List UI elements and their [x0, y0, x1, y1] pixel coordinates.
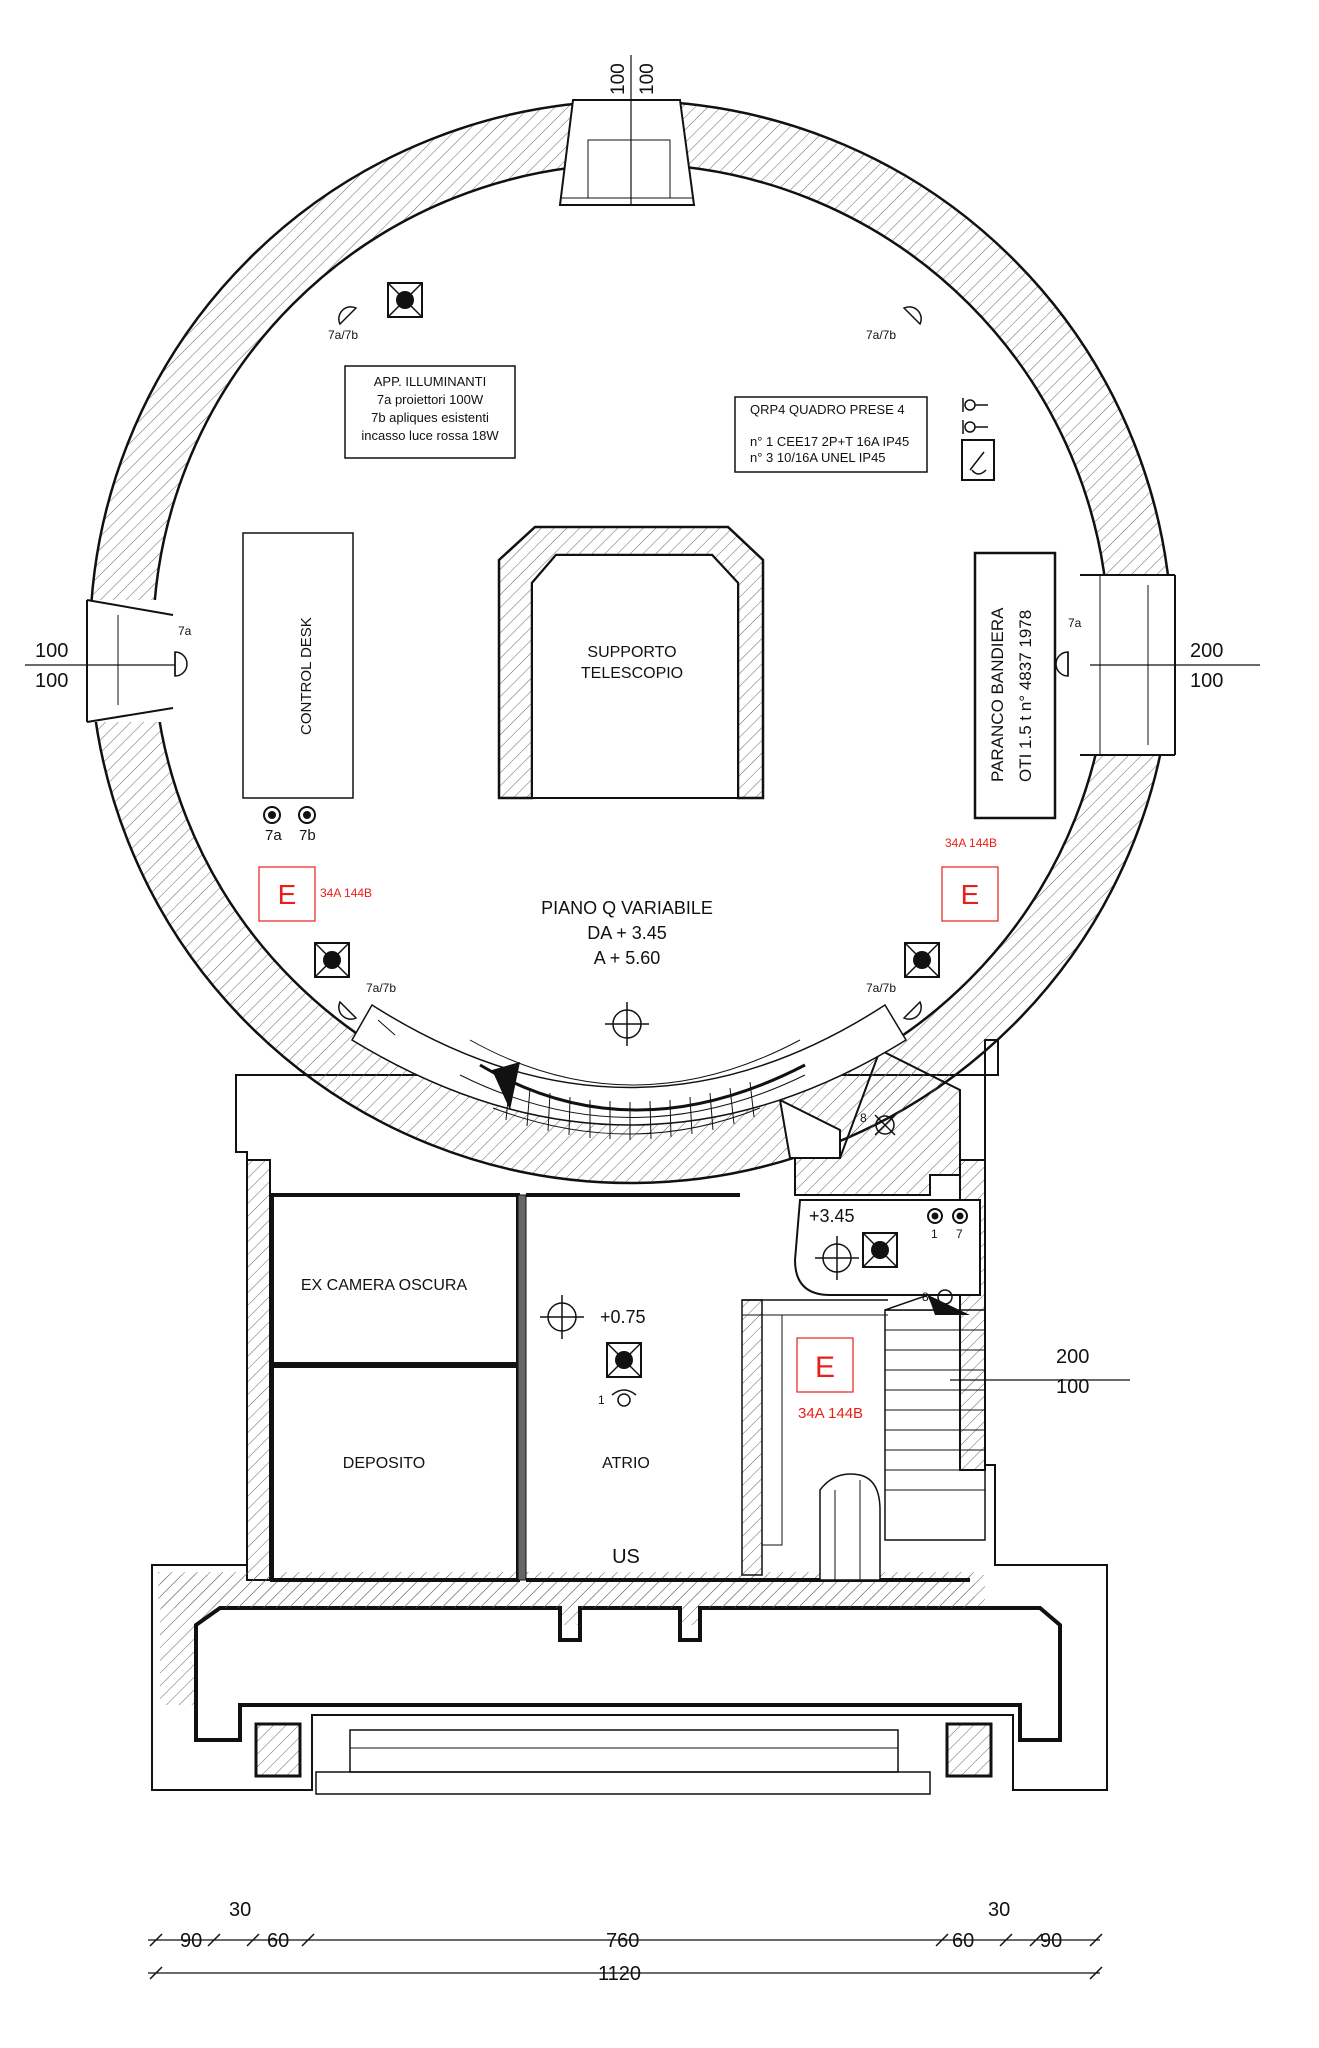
dim-left-1: 100 — [35, 640, 68, 662]
level-345-label: +3.45 — [809, 1206, 855, 1226]
darkroom-label: EX CAMERA OSCURA — [301, 1277, 468, 1294]
label-7a7b-tl: 7a/7b — [328, 328, 358, 342]
dim-top-2: 100 — [637, 63, 658, 95]
label-1-small: 1 — [931, 1227, 938, 1241]
wall-light-icon — [174, 306, 1069, 1020]
legend-sockets-line1: QRP4 QUADRO PRESE 4 — [750, 402, 905, 417]
label-7a-left: 7a — [178, 624, 192, 638]
dim-right-2: 100 — [1190, 670, 1223, 692]
crosshair-icon — [540, 1002, 859, 1339]
dim-60-left: 60 — [267, 1930, 289, 1952]
label-7a-right: 7a — [1068, 616, 1082, 630]
exit-label: US — [612, 1546, 640, 1568]
label-8-top: 8 — [860, 1111, 867, 1125]
atrium-label: ATRIO — [602, 1455, 650, 1472]
extinguisher-left-letter: E — [278, 879, 297, 910]
dim-stair-1: 200 — [1056, 1346, 1089, 1368]
lower-building-walls — [151, 1039, 1108, 1795]
label-7a7b-bl: 7a/7b — [366, 981, 396, 995]
fan-icon — [862, 1232, 898, 1268]
dim-90-right: 90 — [1040, 1930, 1062, 1952]
control-desk-label: CONTROL DESK — [298, 617, 315, 735]
dim-right-1: 200 — [1190, 640, 1223, 662]
telescope-label-2: TELESCOPIO — [581, 665, 683, 682]
lamp-icon — [937, 1289, 953, 1309]
extinguisher-stair-code: 34A 144B — [798, 1405, 863, 1422]
dim-stair-2: 100 — [1056, 1376, 1089, 1398]
dim-top-1: 100 — [608, 63, 629, 95]
floor-label-1: PIANO Q VARIABILE — [541, 898, 713, 918]
hoist-label-1: PARANCO BANDIERA — [988, 607, 1007, 782]
label-8-lamp: 8 — [922, 1290, 929, 1304]
emergency-light-icon — [611, 1114, 896, 1407]
hoist-label-2: OTI 1.5 t n° 4837 1978 — [1016, 610, 1035, 782]
fan-icon — [387, 282, 423, 318]
label-7-small: 7 — [956, 1227, 963, 1241]
dim-60-right: 60 — [952, 1930, 974, 1952]
rotunda — [86, 99, 1176, 1196]
label-7a7b-br: 7a/7b — [866, 981, 896, 995]
dim-760: 760 — [606, 1930, 639, 1952]
label-7a7b-tr: 7a/7b — [866, 328, 896, 342]
storage-label: DEPOSITO — [343, 1455, 425, 1472]
floor-label-2: DA + 3.45 — [587, 923, 667, 943]
legend-lighting-line1: APP. ILLUMINANTI — [374, 374, 486, 389]
dim-left-2: 100 — [35, 670, 68, 692]
dim-90-left: 90 — [180, 1930, 202, 1952]
dimension-lines — [25, 55, 1260, 1980]
dim-30-right: 30 — [988, 1899, 1010, 1921]
label-7a-desk: 7a — [265, 827, 282, 844]
extinguisher-icon — [258, 866, 999, 1393]
label-1-atrium: 1 — [598, 1393, 605, 1407]
legend-lighting-line3: 7b apliques esistenti — [371, 410, 489, 425]
legend-sockets-line2: n° 1 CEE17 2P+T 16A IP45 — [750, 434, 909, 449]
spot-light-icon — [263, 806, 968, 1224]
legend-sockets-line3: n° 3 10/16A UNEL IP45 — [750, 450, 886, 465]
fan-icon — [904, 942, 940, 978]
fan-icon — [606, 1342, 642, 1378]
extinguisher-right-code: 34A 144B — [945, 836, 997, 850]
dim-total: 1120 — [598, 1963, 641, 1985]
extinguisher-right-letter: E — [961, 879, 980, 910]
extinguisher-left-code: 34A 144B — [320, 886, 372, 900]
floor-label-3: A + 5.60 — [594, 948, 661, 968]
fan-icon — [314, 942, 350, 978]
dim-30-left: 30 — [229, 1899, 251, 1921]
label-7b-desk: 7b — [299, 827, 316, 844]
socket-icon — [961, 398, 995, 481]
telescope-label-1: SUPPORTO — [587, 644, 676, 661]
extinguisher-stair-letter: E — [815, 1351, 835, 1384]
legend-lighting-line4: incasso luce rossa 18W — [361, 428, 499, 443]
level-075-label: +0.75 — [600, 1307, 646, 1327]
legend-lighting-line2: 7a proiettori 100W — [377, 392, 484, 407]
